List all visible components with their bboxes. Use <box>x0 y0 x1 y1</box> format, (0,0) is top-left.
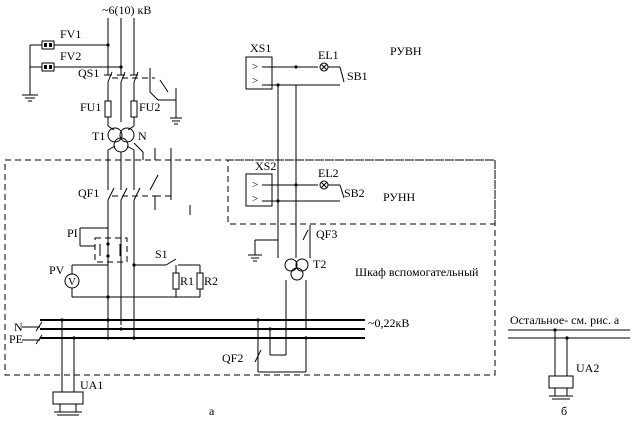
t2-transformer-winding-3 <box>290 267 304 281</box>
ua2-label: UA2 <box>576 361 599 375</box>
pv-label: PV <box>49 263 65 277</box>
fv2-label: FV2 <box>60 49 81 63</box>
pe-bus-label: PE <box>9 332 23 346</box>
bus-voltage-label: ~0,22кВ <box>368 316 409 330</box>
fig-a-label: а <box>209 404 215 418</box>
fv2-arrester <box>41 62 55 72</box>
ground-icon <box>22 94 38 102</box>
sb2-button <box>339 184 345 199</box>
qf2-breaker <box>254 349 262 363</box>
ua1-label: UA1 <box>80 378 103 392</box>
fu1-fuse <box>104 100 112 118</box>
xs2-label: XS2 <box>255 159 276 173</box>
sb1-label: SB1 <box>347 69 368 83</box>
runn-label: РУНН <box>383 190 416 204</box>
rest-note-label: Остальное- см. рис. а <box>510 313 620 327</box>
fu2-label: FU2 <box>139 100 160 114</box>
fu2-fuse <box>130 100 138 118</box>
svg-text:V: V <box>68 276 76 288</box>
qs1-blade-1 <box>107 71 113 83</box>
svg-text:>: > <box>252 193 258 205</box>
svg-text:>: > <box>252 179 258 191</box>
supply-voltage-label: ~6(10) кВ <box>102 3 151 17</box>
r2-resistor <box>196 272 204 290</box>
qf1-blade-1 <box>107 187 115 201</box>
runn-enclosure <box>227 159 496 225</box>
r2-label: R2 <box>204 274 218 288</box>
n-bus-label: N <box>14 320 23 334</box>
ground-icon <box>170 117 182 125</box>
fu1-label: FU1 <box>80 100 101 114</box>
t1-label: T1 <box>92 129 105 143</box>
el2-label: EL2 <box>318 166 339 180</box>
qf3-breaker <box>302 229 309 241</box>
qf3-label: QF3 <box>316 227 337 241</box>
sb2-label: SB2 <box>344 186 365 200</box>
fv1-label: FV1 <box>60 27 81 41</box>
ground-icon <box>54 404 82 416</box>
el1-label: EL1 <box>318 48 339 62</box>
r1-label: R1 <box>180 274 194 288</box>
qf1-label: QF1 <box>78 186 99 200</box>
r1-resistor <box>172 272 180 290</box>
pi-meter <box>94 237 128 263</box>
t2-transformer-winding-1 <box>284 258 298 272</box>
pi-label: PI <box>67 226 78 240</box>
t1-transformer-winding-3 <box>113 137 129 153</box>
xs1-label: XS1 <box>250 41 271 55</box>
cabinet-label: Шкаф вспомогательный <box>355 265 479 279</box>
qf2-label: QF2 <box>222 351 243 365</box>
s1-switch <box>165 258 177 266</box>
qs1-label: QS1 <box>78 66 99 80</box>
ground-icon <box>549 388 573 400</box>
pv-voltmeter <box>64 273 80 289</box>
xs1-socket <box>245 56 273 90</box>
n-top-label: N <box>138 129 147 143</box>
ground-icon <box>248 254 262 262</box>
t2-label: T2 <box>313 257 326 271</box>
ua2-device <box>548 375 574 389</box>
ua1-device <box>52 391 84 405</box>
fv1-arrester <box>41 40 55 50</box>
svg-text:>: > <box>252 75 258 87</box>
sb1-button <box>339 66 345 83</box>
fig-b-label: б <box>561 404 567 418</box>
t2-transformer-winding-2 <box>295 258 309 272</box>
s1-label: S1 <box>155 247 168 261</box>
ruvn-label: РУВН <box>390 44 422 58</box>
svg-text:>: > <box>252 61 258 73</box>
